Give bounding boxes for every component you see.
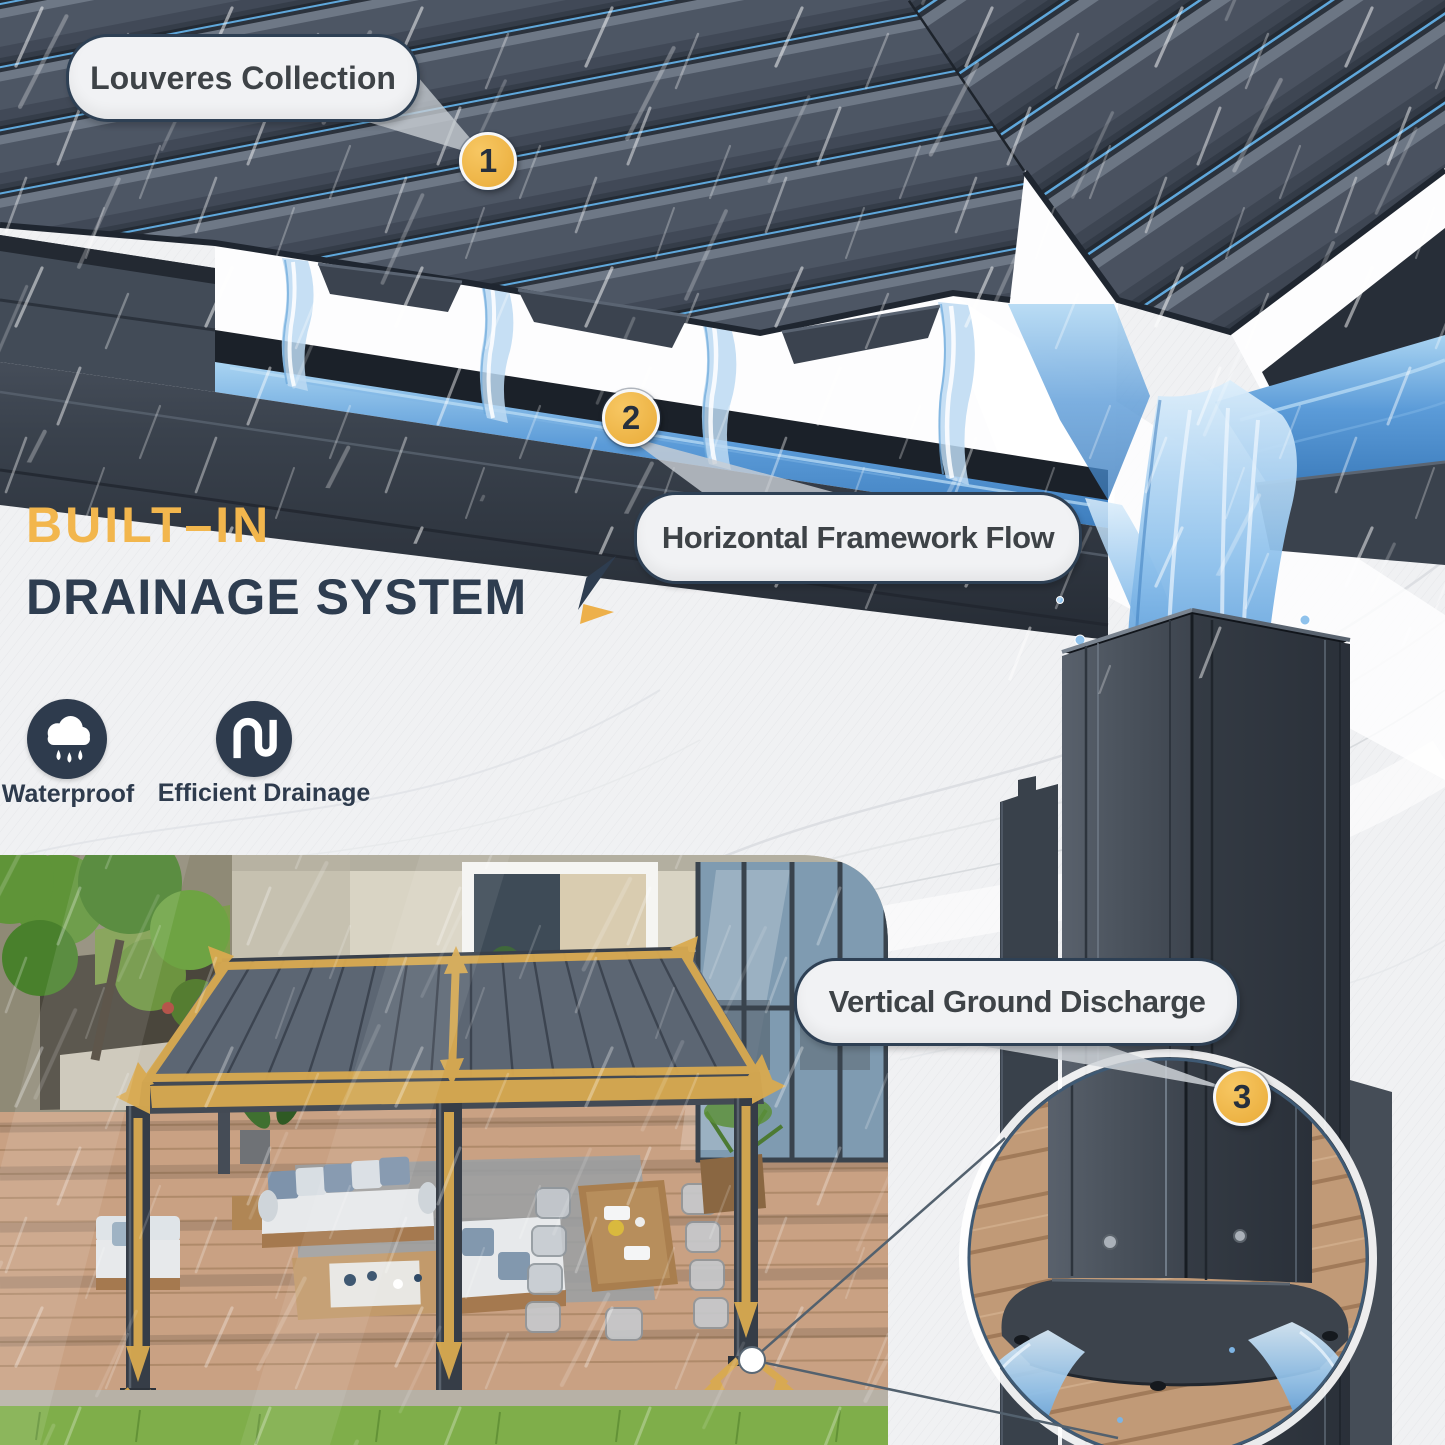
leader-wedge-3 — [936, 1038, 1232, 1090]
drain-pipe-icon — [233, 717, 277, 759]
callout-pill-vertical-ground-discharge: Vertical Ground Discharge — [794, 958, 1240, 1046]
waterproof-label: Waterproof — [1, 780, 135, 808]
patio-photo — [0, 855, 888, 1445]
post-base-plate — [1001, 1280, 1349, 1385]
step-badge-1: 1 — [459, 132, 517, 190]
efficient-drainage-label: Efficient Drainage — [157, 779, 371, 807]
step-badge-3: 3 — [1213, 1068, 1271, 1126]
step-badge-2: 2 — [602, 389, 660, 447]
efficient-drainage-feature-icon — [216, 701, 292, 777]
rain-cloud-icon — [47, 716, 90, 763]
rain-overlay — [0, 0, 1445, 700]
leader-wedge-2 — [626, 436, 844, 495]
waterproof-feature-icon — [27, 699, 107, 779]
callout-pill-horizontal-framework-flow: Horizontal Framework Flow — [634, 492, 1082, 584]
callout-pill-louvers-collection: Louveres Collection — [66, 34, 420, 122]
ground-point-dot — [738, 1346, 766, 1374]
